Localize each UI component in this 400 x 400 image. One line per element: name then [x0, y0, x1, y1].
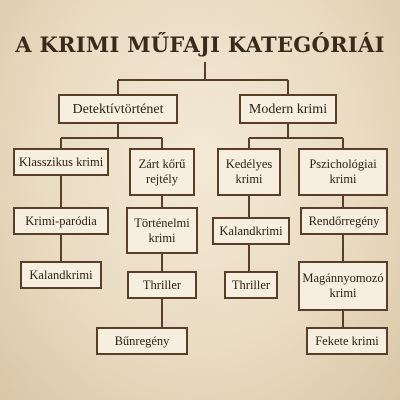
diagram-title: A KRIMI MŰFAJI KATEGÓRIÁI: [15, 32, 385, 57]
node-krimi-parodia: Krimi-paródia: [13, 207, 109, 235]
node-detektivtortenet: Detektívtörténet: [58, 94, 178, 124]
node-tortenelmi-krimi: Történelmi krimi: [126, 207, 198, 254]
node-kedelyes-krimi: Kedélyes krimi: [217, 148, 281, 196]
node-modern-krimi: Modern krimi: [239, 94, 337, 124]
node-fekete-krimi: Fekete krimi: [306, 327, 388, 355]
node-pszichologiai-krimi: Pszichológiai krimi: [298, 148, 388, 196]
node-klasszikus-krimi: Klasszikus krimi: [13, 148, 109, 176]
node-rendorregeny: Rendőrregény: [300, 207, 388, 235]
node-thriller-left: Thriller: [127, 271, 197, 299]
node-bunregeny: Bűnregény: [96, 327, 188, 355]
node-kalandkrimi-left: Kalandkrimi: [20, 261, 102, 289]
node-magannyomozo-krimi: Magánnyomozó krimi: [298, 261, 388, 311]
node-zart-koru-rejtely: Zárt kőrű rejtély: [129, 148, 195, 196]
node-thriller-right: Thriller: [224, 271, 278, 299]
node-kalandkrimi-right: Kalandkrimi: [212, 217, 290, 245]
